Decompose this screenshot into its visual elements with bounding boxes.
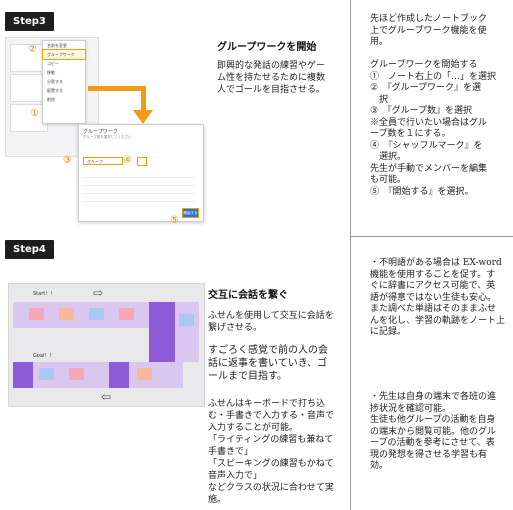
sticky-note[interactable]: [59, 308, 74, 320]
sticky-note[interactable]: [29, 308, 44, 320]
menu-item[interactable]: 名前を変更: [47, 43, 67, 48]
arrow-right-icon: ⇨: [93, 286, 104, 300]
menu-item[interactable]: 配置する: [47, 88, 63, 93]
flow-arrow-shaft: [141, 86, 146, 112]
step4-title: 交互に会話を繋ぐ: [208, 290, 288, 301]
sticky-note[interactable]: [137, 368, 152, 380]
board-cell: [149, 328, 175, 362]
sticky-note[interactable]: [89, 308, 104, 320]
sticky-note[interactable]: [179, 314, 194, 326]
shuffle-icon[interactable]: [137, 157, 147, 166]
step4-body-3: ふせんはキーボードで打ち込 む・手書きで入力する・音声で 入力することが可能。 …: [208, 399, 335, 505]
right-block-procedure: 先ほど作成したノートブック 上でグループワーク機能を使 用。 グループワークを開…: [370, 14, 497, 197]
step-number: ③: [63, 155, 72, 166]
group-count-select[interactable]: グループ: [83, 157, 123, 165]
flow-arrow-head-icon: [133, 110, 153, 124]
board-goal-label: Goal！！: [33, 353, 55, 359]
board-cell: [149, 302, 175, 328]
context-menu: 名前を変更 グループワーク コピー 移動 分割する 配置する 削除: [42, 40, 86, 124]
step4-body-1: ふせんを使用して交互に会話を 繋げさせる。: [208, 311, 334, 333]
board-start-label: Start！！: [33, 291, 56, 297]
sticky-note[interactable]: [69, 368, 84, 380]
start-button[interactable]: 開始する: [182, 208, 199, 218]
right-block-progress: ・先生は自身の端末で各班の進 捗状況を確認可能。 生徒も他グループの活動を自身 …: [370, 392, 497, 471]
menu-item[interactable]: 削除: [47, 97, 55, 102]
step-number: ⑤: [170, 215, 179, 226]
section-divider: [350, 236, 513, 237]
arrow-left-icon: ⇦: [101, 390, 112, 404]
sticky-note[interactable]: [39, 368, 54, 380]
member-row: [83, 179, 195, 186]
step-number: ②: [28, 44, 37, 55]
member-row: [83, 195, 195, 202]
dialog-title: グループワーク: [83, 129, 118, 135]
menu-item[interactable]: コピー: [47, 61, 59, 66]
step3-body: 即興的な発話の練習やゲー ム性を持たせるために複数 人でゴールを目指させる。: [217, 61, 326, 95]
board-cell: [13, 362, 33, 388]
sugoroku-board: Start！！ ⇨ Goal！！ ⇦: [8, 283, 205, 407]
step3-title: グループワークを開始: [217, 42, 317, 53]
menu-item-groupwork[interactable]: グループワーク: [42, 49, 86, 60]
step4-body-2: すごろく感覚で前の人の会 話に返事を書いていき、ゴ ールまで目指す。: [208, 345, 328, 382]
notebook-card: [10, 74, 48, 102]
groupwork-dialog: グループワーク グループ数を選択してください グループ 開始する: [78, 124, 204, 222]
member-row: [83, 187, 195, 194]
board-cell: [109, 362, 129, 388]
sticky-note[interactable]: [119, 308, 134, 320]
right-block-exword: ・不明語がある場合は EX-word 機能を使用することを促す。す ぐに辞書にア…: [370, 258, 506, 337]
column-divider: [350, 0, 351, 510]
menu-item[interactable]: 分割する: [47, 79, 63, 84]
member-row: [83, 171, 195, 178]
dialog-subtitle: グループ数を選択してください: [83, 135, 132, 139]
step-number: ④: [123, 155, 132, 166]
step4-label: Step4: [5, 240, 54, 259]
flow-arrow-shaft: [88, 86, 146, 91]
step3-label: Step3: [5, 12, 54, 31]
step-number: ①: [30, 108, 39, 119]
board-cell: [175, 302, 199, 362]
notebook-card: [10, 44, 48, 72]
menu-item[interactable]: 移動: [47, 70, 55, 75]
